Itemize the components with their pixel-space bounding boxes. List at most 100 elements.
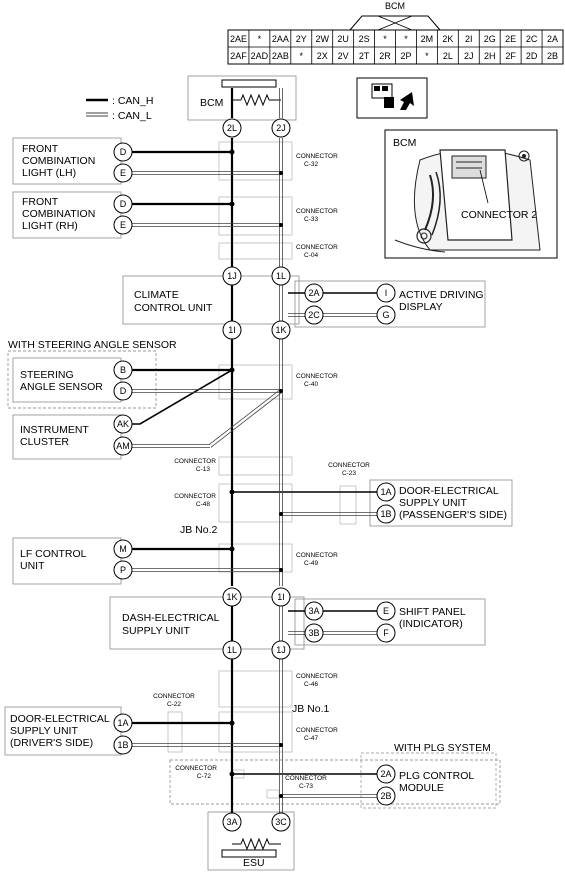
bcm-pin-cell: 2AD <box>251 51 269 61</box>
pin-dash-top-h: 1K <box>222 587 242 607</box>
bcm-pin-cell: 2L <box>443 51 453 61</box>
svg-text:1I: 1I <box>277 592 285 602</box>
bcm-pin-cell: * <box>300 51 304 61</box>
svg-text:1B: 1B <box>380 509 391 519</box>
pin-bcm-h: 2L <box>222 118 242 138</box>
svg-text:D: D <box>120 147 127 157</box>
bcm-pin-cell: 2G <box>484 34 496 44</box>
bcm-pin-cell: 2M <box>421 34 434 44</box>
bcm-pin-cell: 2K <box>442 34 453 44</box>
bcm-pin-cell: 2F <box>505 51 516 61</box>
junction-dots <box>229 149 283 798</box>
legend-can-l: : CAN_L <box>112 110 152 122</box>
svg-text:M: M <box>119 544 127 554</box>
svg-text:3A: 3A <box>226 817 237 827</box>
pin-adu-l: G <box>376 305 396 325</box>
bcm-pin-cell: 2R <box>379 51 391 61</box>
pin-sp-h: E <box>376 601 396 621</box>
legend: : CAN_H : CAN_L <box>86 95 153 122</box>
svg-text:AK: AK <box>117 419 129 429</box>
pin-dp-l: 1B <box>376 504 396 524</box>
svg-text:AM: AM <box>116 441 130 451</box>
bcm-pin-cell: 2V <box>338 51 349 61</box>
jb2-label: JB No.2 <box>180 524 218 536</box>
bcm-pin-cell: 2U <box>337 34 349 44</box>
svg-text:E: E <box>120 168 126 178</box>
bcm-pin-cell: 2Y <box>296 34 307 44</box>
pin-clim-bot-l: 1K <box>271 320 291 340</box>
svg-text:P: P <box>120 565 126 575</box>
pin-ic-l: AM <box>113 436 133 456</box>
pin-bcm-l: 2J <box>271 118 291 138</box>
svg-text:1A: 1A <box>380 487 391 497</box>
svg-text:2J: 2J <box>276 123 286 133</box>
svg-text:3C: 3C <box>275 817 287 827</box>
terminator-resistors <box>232 93 281 851</box>
inset-connector-label: CONNECTOR 2 <box>461 209 537 221</box>
svg-text:2A: 2A <box>380 769 391 779</box>
bcm-pin-cell: * <box>258 34 262 44</box>
svg-text:3B: 3B <box>308 628 319 638</box>
svg-text:3A: 3A <box>308 606 319 616</box>
bcm-pin-cell: 2A <box>547 34 558 44</box>
inset-bcm-label: BCM <box>393 137 416 149</box>
pin-clim-top-h: 1J <box>222 266 242 286</box>
pin-sas-h: B <box>113 360 133 380</box>
svg-text:1B: 1B <box>117 740 128 750</box>
svg-text:2L: 2L <box>227 123 237 133</box>
bcm-location-inset: BCM CONNECTOR 2 <box>384 129 558 259</box>
bcm-pin-cell: 2E <box>505 34 516 44</box>
svg-text:1I: 1I <box>228 325 236 335</box>
bcm-pin-cell: * <box>404 34 408 44</box>
bcm-pin-cell: 2AF <box>230 51 247 61</box>
svg-text:E: E <box>383 606 389 616</box>
pin-dd-h: 1A <box>113 713 133 733</box>
pin-frh-l: E <box>113 215 133 235</box>
pin-clim-bot-h: 1I <box>222 320 242 340</box>
bcm-pin-cell: 2I <box>465 34 473 44</box>
bcm-pin-cell: * <box>425 51 429 61</box>
steering-group-label: WITH STEERING ANGLE SENSOR <box>8 339 177 351</box>
bcm-pin-cell: 2D <box>526 51 538 61</box>
svg-text:1K: 1K <box>275 325 286 335</box>
bcm-label: BCM <box>200 97 223 109</box>
pin-dp-h: 1A <box>376 482 396 502</box>
pin-flh-l: E <box>113 163 133 183</box>
pin-plg-h: 2A <box>376 764 396 784</box>
pin-dash-out-l: 3B <box>304 623 324 643</box>
bcm-pin-cell: * <box>383 34 387 44</box>
pin-esu-l: 3C <box>271 812 291 832</box>
pin-dash-bot-h: 1L <box>222 640 242 660</box>
pin-clim-top-l: 1L <box>271 266 291 286</box>
bcm-pin-cell: 2AA <box>272 34 289 44</box>
svg-text:2C: 2C <box>308 310 320 320</box>
shift-panel-label: SHIFT PANEL(INDICATOR) <box>399 606 466 630</box>
svg-text:G: G <box>382 310 389 320</box>
svg-text:1J: 1J <box>227 271 237 281</box>
pin-clim-out-h: 2A <box>304 283 324 303</box>
svg-text:2B: 2B <box>380 791 391 801</box>
bcm-pin-cell: 2AB <box>272 51 289 61</box>
connector-blocks <box>167 141 357 799</box>
